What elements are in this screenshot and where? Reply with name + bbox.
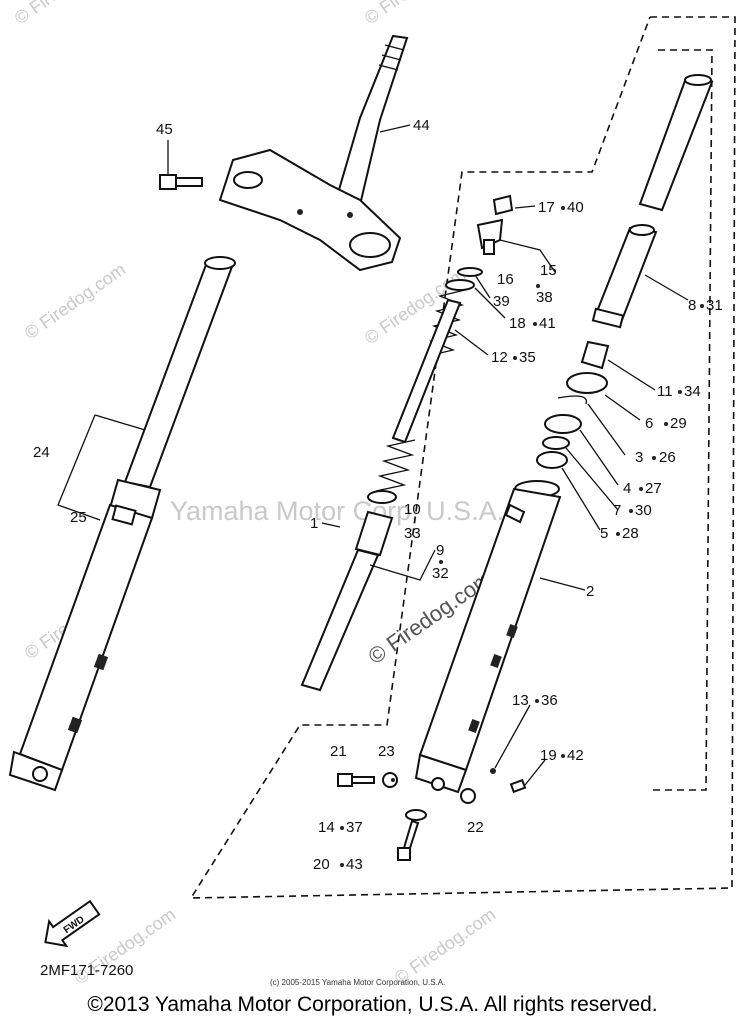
- callout-9: 9: [436, 542, 444, 559]
- callout-41: 41: [539, 315, 556, 332]
- callout-25: 25: [70, 509, 87, 526]
- damper-rod-assembly: [300, 194, 514, 692]
- callout-10: 10: [404, 501, 421, 518]
- callout-44: 44: [413, 117, 430, 134]
- callout-34: 34: [684, 383, 701, 400]
- watermark-firedog: © Firedog.com: [391, 904, 499, 988]
- callout-14: 14: [318, 819, 335, 836]
- callout-31: 31: [706, 297, 723, 314]
- callouts: 44 45 17 40 15 16 38 39 18 41 12 35 8 31…: [33, 117, 723, 873]
- callout-37: 37: [346, 819, 363, 836]
- callout-17: 17: [538, 199, 555, 216]
- callout-24: 24: [33, 444, 50, 461]
- leader-lines: [57, 124, 689, 786]
- callout-32: 32: [432, 565, 449, 582]
- callout-30: 30: [635, 502, 652, 519]
- watermark-yamaha: Yamaha Motor Corp, U.S.A.: [170, 496, 504, 526]
- callout-21: 21: [330, 743, 347, 760]
- steering-stem-44: [218, 34, 409, 272]
- copyright-footer: ©2013 Yamaha Motor Corporation, U.S.A. A…: [87, 993, 658, 1016]
- callout-1: 1: [310, 515, 318, 532]
- callout-29: 29: [670, 415, 687, 432]
- callout-42: 42: [567, 747, 584, 764]
- callout-16: 16: [497, 271, 514, 288]
- small-copyright: (c) 2005-2015 Yamaha Motor Corporation, …: [270, 978, 445, 987]
- callout-43: 43: [346, 856, 363, 873]
- callout-38: 38: [536, 289, 553, 306]
- callout-23: 23: [378, 743, 395, 760]
- callout-35: 35: [519, 349, 536, 366]
- callout-26: 26: [659, 449, 676, 466]
- callout-27: 27: [645, 480, 662, 497]
- part-code: 2MF171-7260: [40, 962, 133, 979]
- left-fork-assembly: [8, 256, 236, 792]
- fasteners: [337, 768, 527, 861]
- callout-12: 12: [491, 349, 508, 366]
- watermark-firedog: © Firedog.com: [361, 0, 469, 28]
- callout-28: 28: [622, 525, 639, 542]
- callout-39: 39: [493, 293, 510, 310]
- callout-22: 22: [467, 819, 484, 836]
- callout-15: 15: [540, 262, 557, 279]
- watermark-firedog: © Firedog.com: [11, 0, 119, 28]
- callout-18: 18: [509, 315, 526, 332]
- watermark-firedog: © Firedog.com: [21, 259, 129, 343]
- exploded-fork-diagram: © Firedog.com © Firedog.com © Firedog.co…: [8, 0, 736, 988]
- callout-40: 40: [567, 199, 584, 216]
- assembly-boundary: [189, 16, 736, 899]
- callout-5: 5: [600, 525, 608, 542]
- callout-19: 19: [540, 747, 557, 764]
- callout-dots: [340, 206, 704, 867]
- callout-20: 20: [313, 856, 330, 873]
- callout-33: 33: [404, 525, 421, 542]
- callout-3: 3: [635, 449, 643, 466]
- fwd-arrow-icon: FWD: [44, 899, 101, 948]
- watermark-layer: © Firedog.com © Firedog.com © Firedog.co…: [11, 0, 504, 988]
- bolt-45: [159, 140, 203, 190]
- callout-13: 13: [512, 692, 529, 709]
- callout-7: 7: [613, 502, 621, 519]
- callout-45: 45: [156, 121, 173, 138]
- callout-4: 4: [623, 480, 631, 497]
- callout-36: 36: [541, 692, 558, 709]
- callout-8: 8: [688, 297, 696, 314]
- right-internal-parts: [414, 74, 714, 794]
- callout-6: 6: [645, 415, 653, 432]
- callout-11: 11: [657, 383, 673, 400]
- callout-2: 2: [586, 583, 594, 600]
